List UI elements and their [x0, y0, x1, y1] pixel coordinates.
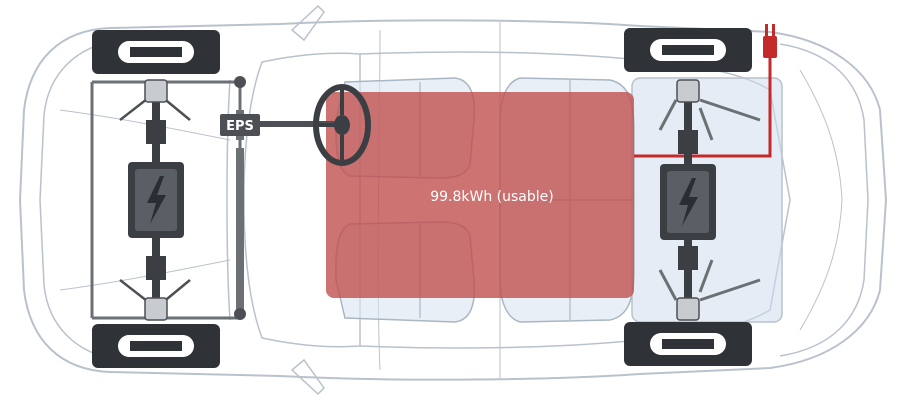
eps-label: EPS [226, 119, 254, 134]
charge-plug-icon [763, 24, 777, 58]
rear-arms [658, 98, 761, 302]
front-motor [128, 162, 184, 238]
lightning-bolt-icon [679, 178, 698, 226]
lightning-bolt-icon [147, 176, 166, 224]
steering-wheel-icon [313, 84, 371, 166]
front-left-wheel [92, 30, 220, 74]
rear-right-wheel [624, 322, 752, 366]
battery-pack: 99.8kWh (usable) [326, 92, 634, 298]
rear-motor [660, 164, 716, 240]
battery-capacity-label: 99.8kWh (usable) [430, 189, 554, 205]
front-right-wheel [92, 324, 220, 368]
charge-cable [634, 58, 772, 158]
rear-left-wheel [624, 28, 752, 72]
eps-badge: EPS [220, 114, 260, 136]
